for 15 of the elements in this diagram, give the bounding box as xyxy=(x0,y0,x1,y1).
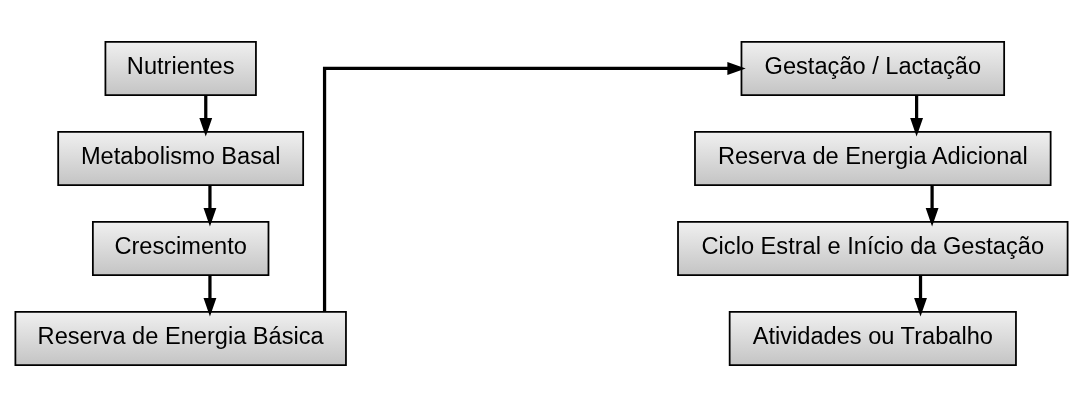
node-box: Atividades ou Trabalho xyxy=(728,311,1017,366)
node-box: Crescimento xyxy=(92,221,270,276)
arrow xyxy=(203,185,217,227)
arrow xyxy=(203,275,217,317)
node-box: Gestação / Lactação xyxy=(740,41,1006,96)
arrow xyxy=(925,185,939,227)
node-box: Reserva de Energia Básica xyxy=(14,311,347,366)
arrow xyxy=(914,275,927,317)
node-box: Metabolismo Basal xyxy=(57,131,305,186)
arrow xyxy=(910,95,923,137)
node-box: Nutrientes xyxy=(104,41,257,96)
node-box: Ciclo Estral e Início da Gestação xyxy=(677,221,1069,276)
arrow xyxy=(199,95,213,137)
node-box: Reserva de Energia Adicional xyxy=(694,131,1052,186)
arrow xyxy=(322,62,746,312)
